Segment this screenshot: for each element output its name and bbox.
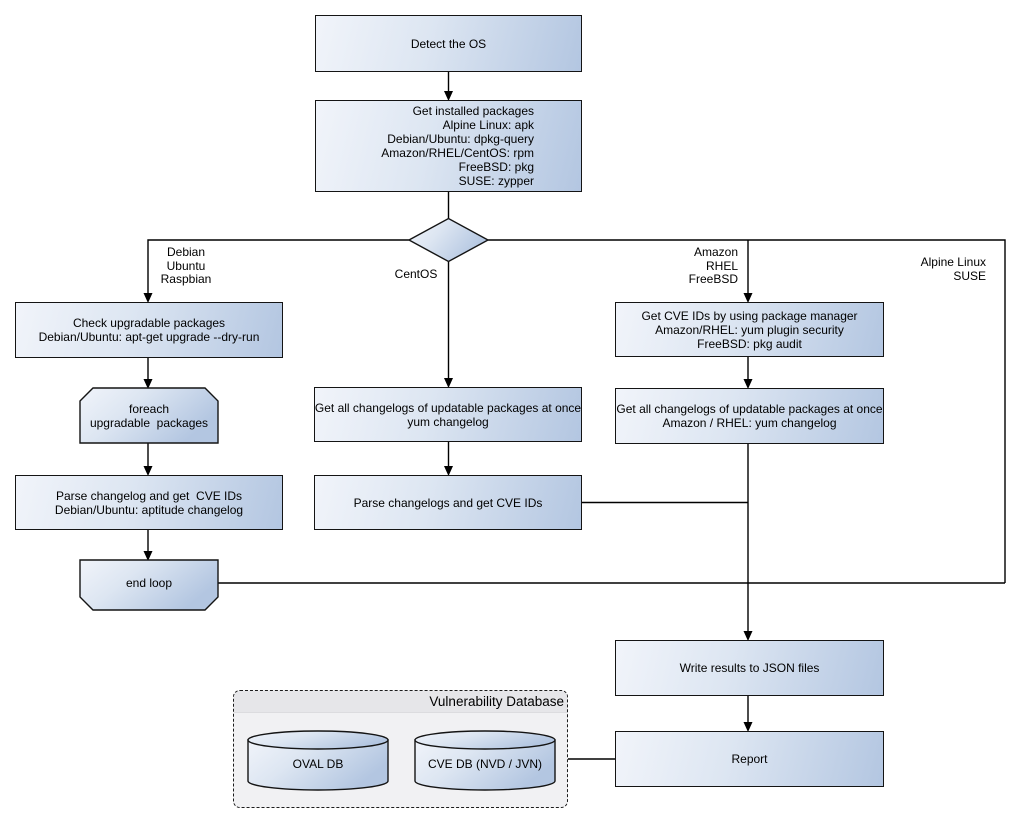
node-label: Get all changelogs of updatable packages…: [314, 400, 582, 429]
arrowhead: [143, 551, 153, 561]
arrowhead: [143, 466, 153, 476]
arrowhead: [444, 91, 453, 101]
node-label: Write results to JSON files: [679, 661, 820, 675]
cve-db-cylinder: [414, 730, 556, 791]
node-label: Parse changelog and get CVE IDs Debian/U…: [54, 488, 244, 517]
branch-label-centos: CentOS: [394, 267, 438, 281]
arrowhead: [143, 379, 153, 389]
node-label: Parse changelogs and get CVE IDs: [353, 495, 543, 510]
connectors: [147, 72, 1006, 760]
cylinder-top: [414, 730, 556, 750]
branch-label-alpine: Alpine Linux SUSE: [920, 255, 986, 283]
node-get-installed-packages: Get installed packages Alpine Linux: apk…: [315, 100, 582, 192]
connector-branch-debian: [147, 239, 409, 294]
node-check-upgradable-packages: Check upgradable packages Debian/Ubuntu:…: [15, 302, 283, 358]
arrowhead: [444, 378, 453, 388]
node-write-results-json: Write results to JSON files: [615, 640, 884, 696]
arrowhead: [743, 722, 753, 732]
node-label: Check upgradable packages Debian/Ubuntu:…: [38, 316, 260, 344]
node-label: Detect the OS: [410, 36, 487, 51]
cylinder-body: [414, 739, 556, 791]
arrowhead: [743, 379, 753, 389]
node-label: Get installed packages Alpine Linux: apk…: [381, 104, 534, 188]
oval-db-cylinder: [247, 730, 389, 791]
node-parse-changelogs-centos: Parse changelogs and get CVE IDs: [314, 475, 582, 530]
node-parse-changelog-debian: Parse changelog and get CVE IDs Debian/U…: [15, 475, 283, 530]
node-label: Get CVE IDs by using package manager Ama…: [641, 308, 858, 351]
group-title-band: Vulnerability Database: [234, 691, 567, 713]
branch-label-debian: Debian Ubuntu Raspbian: [160, 245, 212, 286]
node-label: Report: [731, 752, 768, 766]
node-get-changelogs-amazon: Get all changelogs of updatable packages…: [615, 388, 884, 444]
node-detect-os: Detect the OS: [315, 15, 582, 72]
node-report: Report: [615, 731, 884, 787]
arrowheads: [143, 91, 753, 732]
arrowhead: [143, 293, 153, 303]
arrowhead: [444, 466, 453, 476]
group-title: Vulnerability Database: [429, 694, 564, 709]
foreach-loop-shape: [79, 387, 219, 444]
node-get-cve-ids-package-manager: Get CVE IDs by using package manager Ama…: [615, 302, 884, 357]
cylinder-top: [247, 730, 389, 750]
arrowhead: [743, 631, 753, 641]
connector-branch-right: [488, 239, 1006, 583]
cylinder-body: [247, 739, 389, 791]
os-decision-diamond: [407, 217, 490, 263]
end-loop-shape: [79, 559, 219, 611]
arrowhead: [743, 293, 753, 303]
branch-label-amazon: Amazon RHEL FreeBSD: [688, 245, 738, 286]
node-label: Get all changelogs of updatable packages…: [616, 402, 883, 430]
node-get-changelogs-centos: Get all changelogs of updatable packages…: [314, 387, 582, 442]
